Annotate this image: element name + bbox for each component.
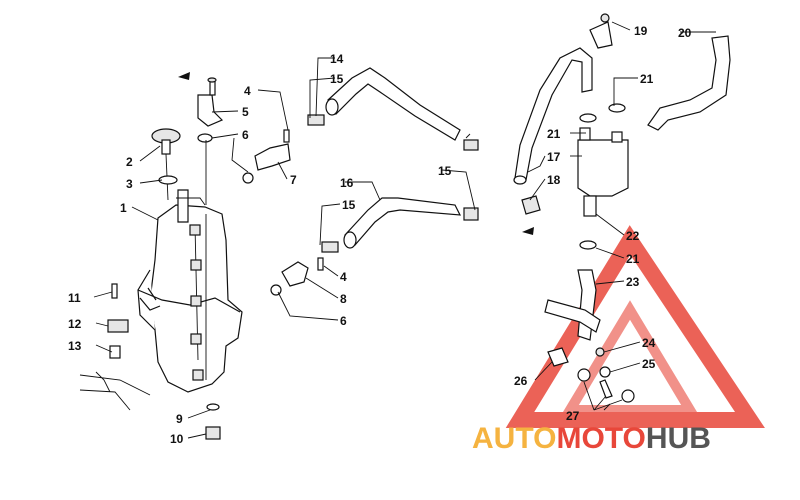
bracket-19: [589, 13, 613, 49]
callout-9: 9: [176, 412, 183, 426]
callout-24: 24: [642, 336, 656, 350]
callout-3: 3: [126, 177, 133, 191]
callout-16: 16: [340, 176, 354, 190]
callout-4-top: 4: [244, 84, 251, 98]
callout-14: 14: [330, 52, 344, 66]
arrow-left: [178, 72, 190, 80]
callout-11: 11: [68, 291, 81, 305]
callout-8: 8: [340, 292, 347, 306]
callout-10: 10: [170, 432, 184, 446]
callout-17: 17: [547, 150, 561, 164]
callout-20: 20: [678, 26, 692, 40]
leader-lines: [93, 21, 716, 439]
hose-14: [307, 67, 461, 141]
callout-25: 25: [642, 357, 656, 371]
callout-18: 18: [547, 173, 561, 187]
callout-26: 26: [514, 374, 528, 388]
callout-23: 23: [626, 275, 640, 289]
watermark-triangle-inner: [561, 300, 699, 415]
callout-21-bottom: 21: [626, 252, 640, 266]
callout-7: 7: [290, 173, 297, 187]
hose-20: [647, 35, 731, 131]
callout-5: 5: [242, 105, 249, 119]
callout-6-top: 6: [242, 128, 249, 142]
cap-18: [521, 195, 541, 215]
watermark-text: AUTOMOTOHUB: [472, 422, 711, 455]
callout-6-bottom: 6: [340, 314, 347, 328]
callout-27: 27: [566, 409, 580, 423]
callout-labels: 1 2 3 4 4 5 6 6 7 8 9 10 11 12 13 14 15 …: [68, 24, 692, 446]
callout-15-right: 15: [438, 164, 452, 178]
callout-2: 2: [126, 155, 133, 169]
oil-tank: [137, 189, 243, 393]
callout-19: 19: [634, 24, 648, 38]
hose-17: [513, 47, 593, 185]
bolt-top: [207, 77, 217, 96]
callout-1: 1: [120, 201, 127, 215]
callout-21-mid: 21: [547, 127, 561, 141]
callout-21-top: 21: [640, 72, 654, 86]
lower-hoses: [544, 240, 635, 403]
fitting-8: [270, 257, 324, 296]
callout-13: 13: [68, 339, 82, 353]
callout-22: 22: [626, 229, 640, 243]
canister: [577, 103, 629, 217]
watermark-logo: [505, 225, 765, 428]
hose-16: [321, 139, 479, 253]
callout-12: 12: [68, 317, 82, 331]
callout-15-top: 15: [330, 72, 344, 86]
callout-15-mid: 15: [342, 198, 356, 212]
watermark-triangle-outer: [505, 225, 765, 428]
arrow-right: [522, 227, 534, 235]
callout-4-mid: 4: [340, 270, 347, 284]
left-hardware: [79, 283, 221, 440]
fitting-7: [242, 129, 291, 184]
oil-cap: [151, 128, 181, 201]
